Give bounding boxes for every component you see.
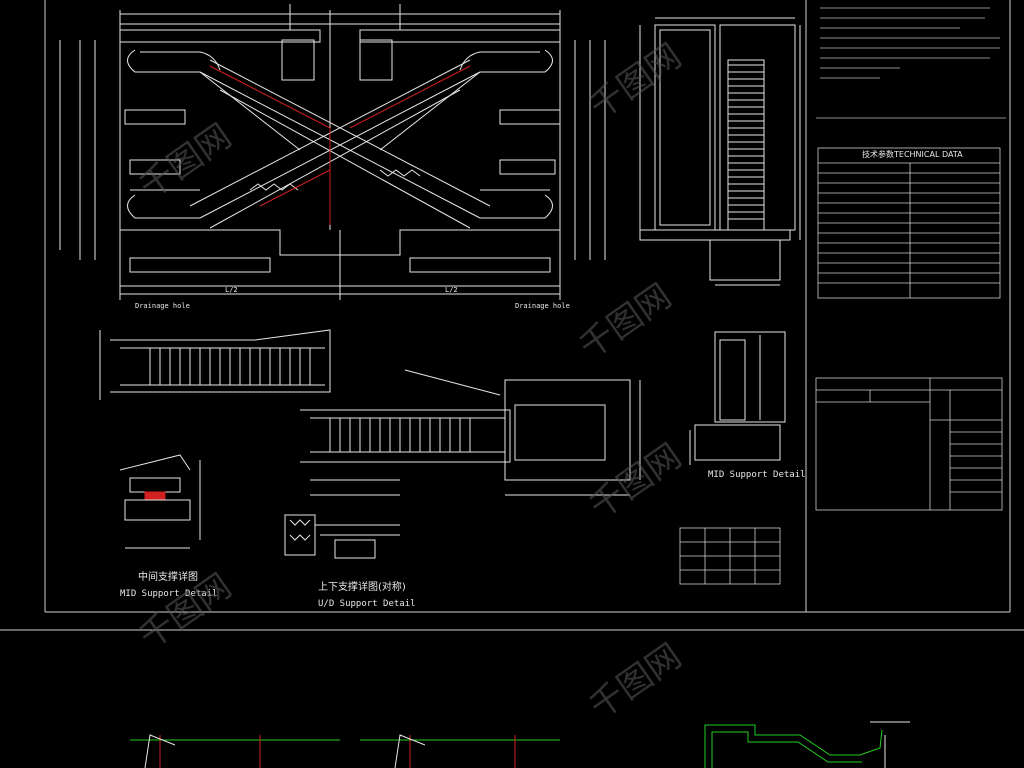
tech-data-table — [817, 147, 1001, 299]
truss-plan-lower — [300, 369, 641, 496]
sheet-frame — [0, 0, 1024, 631]
load-table — [815, 377, 1003, 511]
truss-plan-upper — [99, 329, 331, 400]
mid-support-detail-right — [689, 331, 786, 465]
watermark-5: 千图网 — [582, 436, 688, 527]
watermark-3: 千图网 — [572, 276, 678, 367]
small-schedule-table — [679, 527, 781, 585]
escalator-cross-elevation — [59, 4, 606, 300]
dim-label-left-half: L/2 — [225, 286, 238, 294]
ud-support-detail-drawing — [284, 479, 400, 559]
escalator-side-view — [639, 17, 801, 286]
watermark-2: 千图网 — [582, 36, 688, 127]
notes-panel — [816, 7, 1006, 119]
mid-support-title-cn: 中间支撑详图 — [138, 570, 198, 583]
mid-support-title-en: MID Support Detail — [120, 589, 218, 599]
lower-sheet-drawings — [130, 721, 910, 768]
mid-support-detail-drawing — [119, 454, 201, 549]
red-reference-lines — [209, 65, 471, 225]
dim-label-right-half: L/2 — [445, 286, 458, 294]
drainage-label-right: Drainage hole — [515, 302, 570, 310]
drainage-label-left: Drainage hole — [135, 302, 190, 310]
watermark-1: 千图网 — [132, 116, 238, 207]
ud-support-title-cn: 上下支撑详图(对称) — [318, 580, 406, 593]
ud-support-title-en: U/D Support Detail — [318, 599, 416, 609]
watermark-6: 千图网 — [582, 636, 688, 727]
mid-support-title-en-right: MID Support Detail — [708, 470, 806, 480]
tech-data-title: 技术参数TECHNICAL DATA — [862, 149, 963, 159]
